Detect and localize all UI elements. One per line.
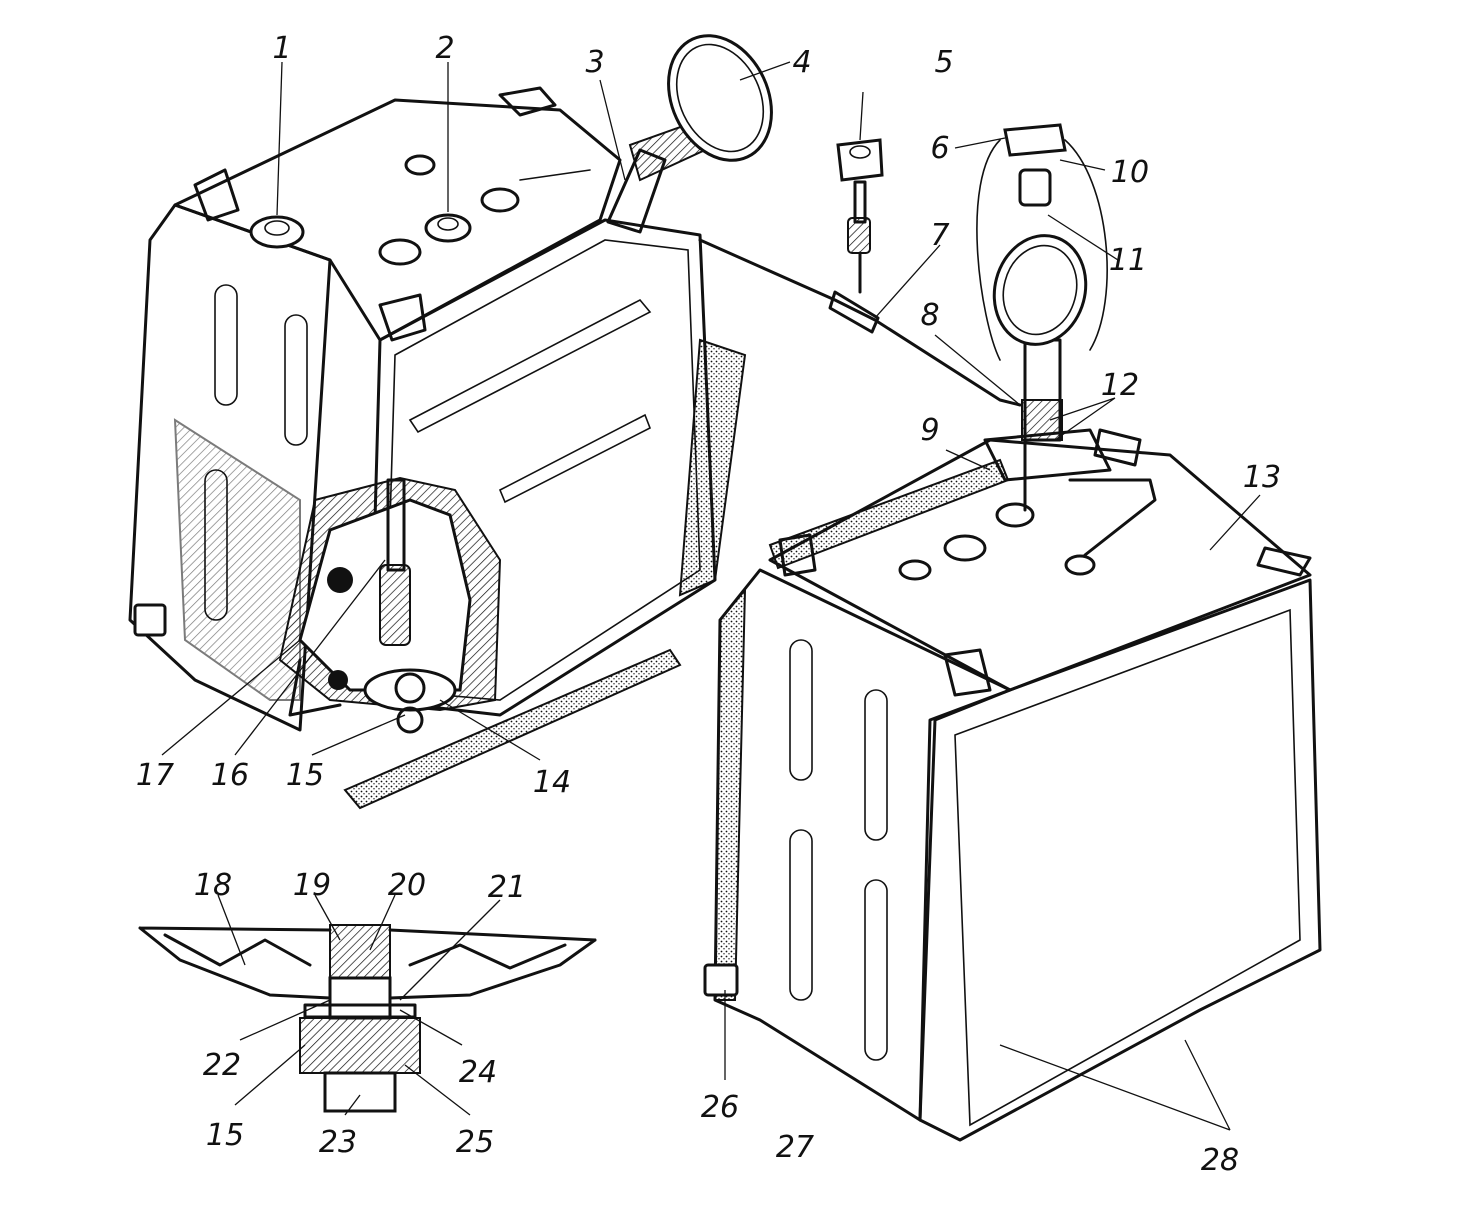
bottom-clip-right [703,963,739,997]
section-tank-wall [138,926,597,1000]
front-rib-1 [408,298,652,434]
top-fitting-2 [424,213,472,243]
callout-28: 28 [1201,1143,1239,1178]
left-mounting-strap [343,648,682,810]
side-rib-2 [284,314,308,446]
drain-plug-section-detail [138,924,597,1113]
left-tank-side-shading [173,418,301,701]
right-bracket-handle [1093,428,1142,467]
tee-fitting [828,290,880,334]
right-side-rib-3 [789,829,813,1001]
callout-21: 21 [488,870,526,905]
callout-15b: 15 [206,1118,244,1153]
callout-19: 19 [293,868,331,903]
right-filler-base-plate [983,428,1112,482]
section-reinforcement [163,933,567,970]
intake-filter [379,564,411,646]
callout-3: 3 [585,45,604,80]
callout-18: 18 [194,868,232,903]
side-rib-1 [214,284,238,406]
callout-labels: 1 2 3 4 5 6 10 7 11 8 12 9 13 17 16 15 1… [136,31,1281,1178]
side-rib-3 [204,469,228,621]
right-bracket-handle-2 [1256,546,1312,577]
left-tank-top-panel [173,98,622,342]
top-fitting-4 [480,187,520,213]
callout-5: 5 [934,45,953,80]
cross-pipe [698,238,1022,407]
callout-25: 25 [456,1125,494,1160]
top-bracket-handle [498,86,557,117]
filler-neck-left [606,34,773,234]
section-spring-housing [329,924,391,981]
side-bracket-left [193,168,240,222]
front-rib-2 [498,413,652,504]
section-plug-body [328,976,392,1020]
callout-6: 6 [930,131,949,166]
callout-17: 17 [136,758,174,793]
right-front-bracket [778,533,817,577]
callout-12: 12 [1101,368,1139,403]
right-top-fitting-3 [898,559,932,581]
cutaway-hole-1 [327,567,353,593]
bottom-clip-left [133,603,167,637]
top-fitting-5 [404,154,436,176]
side-bracket-front [378,293,427,342]
right-side-rib-2 [864,689,888,841]
return-pipe-right [1068,478,1157,557]
callout-1: 1 [272,31,291,66]
callout-14: 14 [533,765,571,800]
callout-10: 10 [1111,155,1149,190]
vent-tube-left [519,169,591,181]
left-strap-upright [678,338,747,597]
callout-27: 27 [776,1130,814,1165]
callout-8: 8 [920,298,939,333]
right-side-rib-4 [864,879,888,1061]
cutaway-hole-2 [328,670,348,690]
filler-neck-right [976,123,1108,442]
right-top-fitting-2 [943,534,987,562]
right-mounting-strap-side [713,587,747,1001]
right-top-fitting-1 [995,502,1035,528]
callout-16: 16 [211,758,249,793]
callout-11: 11 [1109,243,1147,278]
right-tank-front-face [918,578,1322,1142]
callout-9: 9 [920,413,939,448]
connecting-pipes [698,138,1022,407]
right-tank-top-panel [768,438,1312,692]
leader-lines [161,61,1261,1131]
return-pipe-left [288,658,342,717]
left-fuel-tank [128,34,773,810]
right-fuel-tank [703,123,1322,1142]
valve-5 [836,138,884,294]
callout-24: 24 [459,1055,497,1090]
callout-26: 26 [701,1090,739,1125]
top-fitting-3 [378,238,422,266]
callout-13: 13 [1243,460,1281,495]
top-fitting-1 [249,215,305,249]
section-plug-head [323,1071,397,1113]
right-top-fitting-4 [1064,554,1096,576]
callout-15a: 15 [286,758,324,793]
drain-plug-assembly [363,668,457,734]
callout-7: 7 [930,218,949,253]
right-side-bracket [943,648,992,697]
callout-4: 4 [792,45,811,80]
callout-2: 2 [435,31,454,66]
section-nut [299,1017,421,1074]
right-tank-front-inner-border [954,608,1301,1127]
callout-20: 20 [388,868,426,903]
callout-22: 22 [203,1048,241,1083]
callout-23: 23 [319,1125,357,1160]
right-side-rib-1 [789,639,813,781]
